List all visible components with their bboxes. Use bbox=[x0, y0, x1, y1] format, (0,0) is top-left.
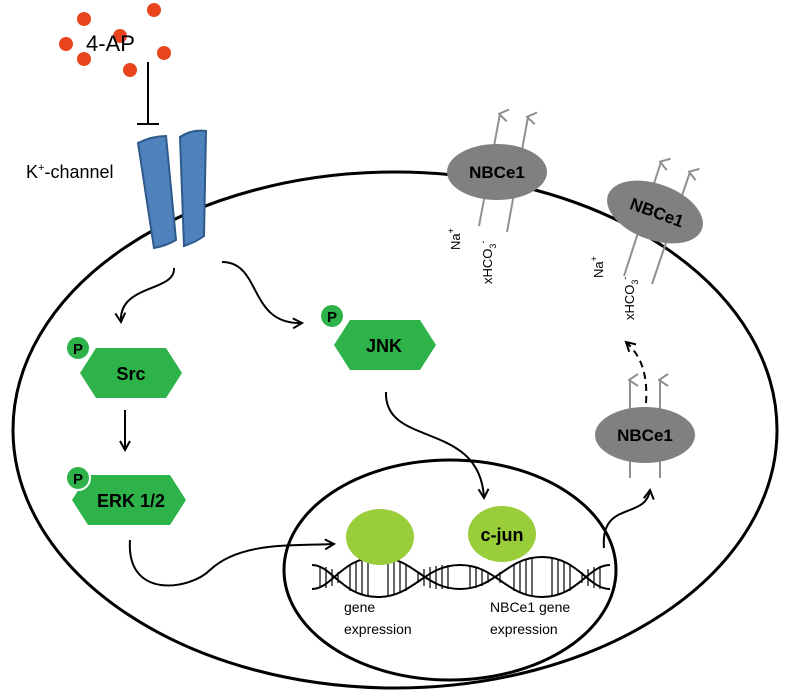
cell-membrane bbox=[11, 170, 779, 690]
nbce1-cytoplasmic: NBCe1 bbox=[595, 380, 695, 478]
src-label: Src bbox=[116, 364, 145, 384]
nbce1-gene-expression-label-line2: expression bbox=[490, 621, 558, 637]
nucleus bbox=[282, 458, 618, 682]
nbce1-membrane-1-label: NBCe1 bbox=[469, 163, 525, 182]
jnk-label: JNK bbox=[366, 336, 402, 356]
stimulus-dot bbox=[77, 12, 91, 26]
stimulus-dot bbox=[147, 3, 161, 17]
arrow-erk-to-gene bbox=[128, 540, 334, 587]
phospho-label-jnk: P bbox=[327, 309, 337, 326]
stimulus-dot bbox=[123, 63, 137, 77]
dna-helix bbox=[311, 555, 611, 599]
channel-label: K+-channel bbox=[26, 162, 114, 182]
gene-expression-label-line1: gene bbox=[344, 599, 375, 615]
nbce1-gene-expression-label-line1: NBCe1 gene bbox=[490, 599, 570, 615]
gene-expression-label-line2: expression bbox=[344, 621, 412, 637]
phospho-label-src: P bbox=[73, 341, 83, 358]
ion-hco3-2: xHCO3- bbox=[620, 277, 640, 320]
arrow-trafficking-dashed bbox=[626, 342, 648, 404]
erk-label: ERK 1/2 bbox=[97, 491, 165, 511]
potassium-channel bbox=[136, 129, 208, 250]
channel-subunit-left bbox=[136, 134, 178, 250]
cjun-label: c-jun bbox=[481, 525, 524, 545]
arrow-jnk-to-cjun bbox=[384, 391, 484, 498]
tf-blob-unlabeled bbox=[346, 509, 414, 565]
nbce1-membrane-2: NBCe1 bbox=[607, 162, 703, 285]
stimulus-dots bbox=[59, 3, 171, 77]
stimulus-label: 4-AP bbox=[86, 31, 135, 56]
phospho-badge-src bbox=[65, 335, 91, 361]
arrow-gene-to-nbce1 bbox=[602, 490, 650, 549]
stimulus-dot bbox=[59, 37, 73, 51]
jnk-kinase bbox=[334, 320, 436, 370]
stimulus-dot bbox=[157, 46, 171, 60]
channel-subunit-right bbox=[178, 129, 208, 248]
erk-kinase bbox=[72, 475, 186, 525]
ion-hco3-1: xHCO3- bbox=[478, 241, 498, 284]
src-kinase bbox=[80, 348, 182, 398]
phospho-label-erk: P bbox=[73, 471, 83, 488]
nbce1-membrane-1: NBCe1 bbox=[447, 114, 547, 233]
phospho-badge-jnk bbox=[319, 303, 345, 329]
cjun-blob bbox=[468, 506, 536, 562]
arrow-channel-to-src bbox=[121, 267, 176, 322]
stimulus-dot bbox=[77, 52, 91, 66]
ion-na-1: Na+ bbox=[446, 228, 463, 250]
phospho-badge-erk bbox=[65, 465, 91, 491]
stimulus-dot bbox=[113, 29, 127, 43]
arrow-channel-to-jnk bbox=[221, 261, 302, 323]
ion-na-2: Na+ bbox=[589, 256, 606, 278]
nbce1-cyto-label: NBCe1 bbox=[617, 426, 673, 445]
